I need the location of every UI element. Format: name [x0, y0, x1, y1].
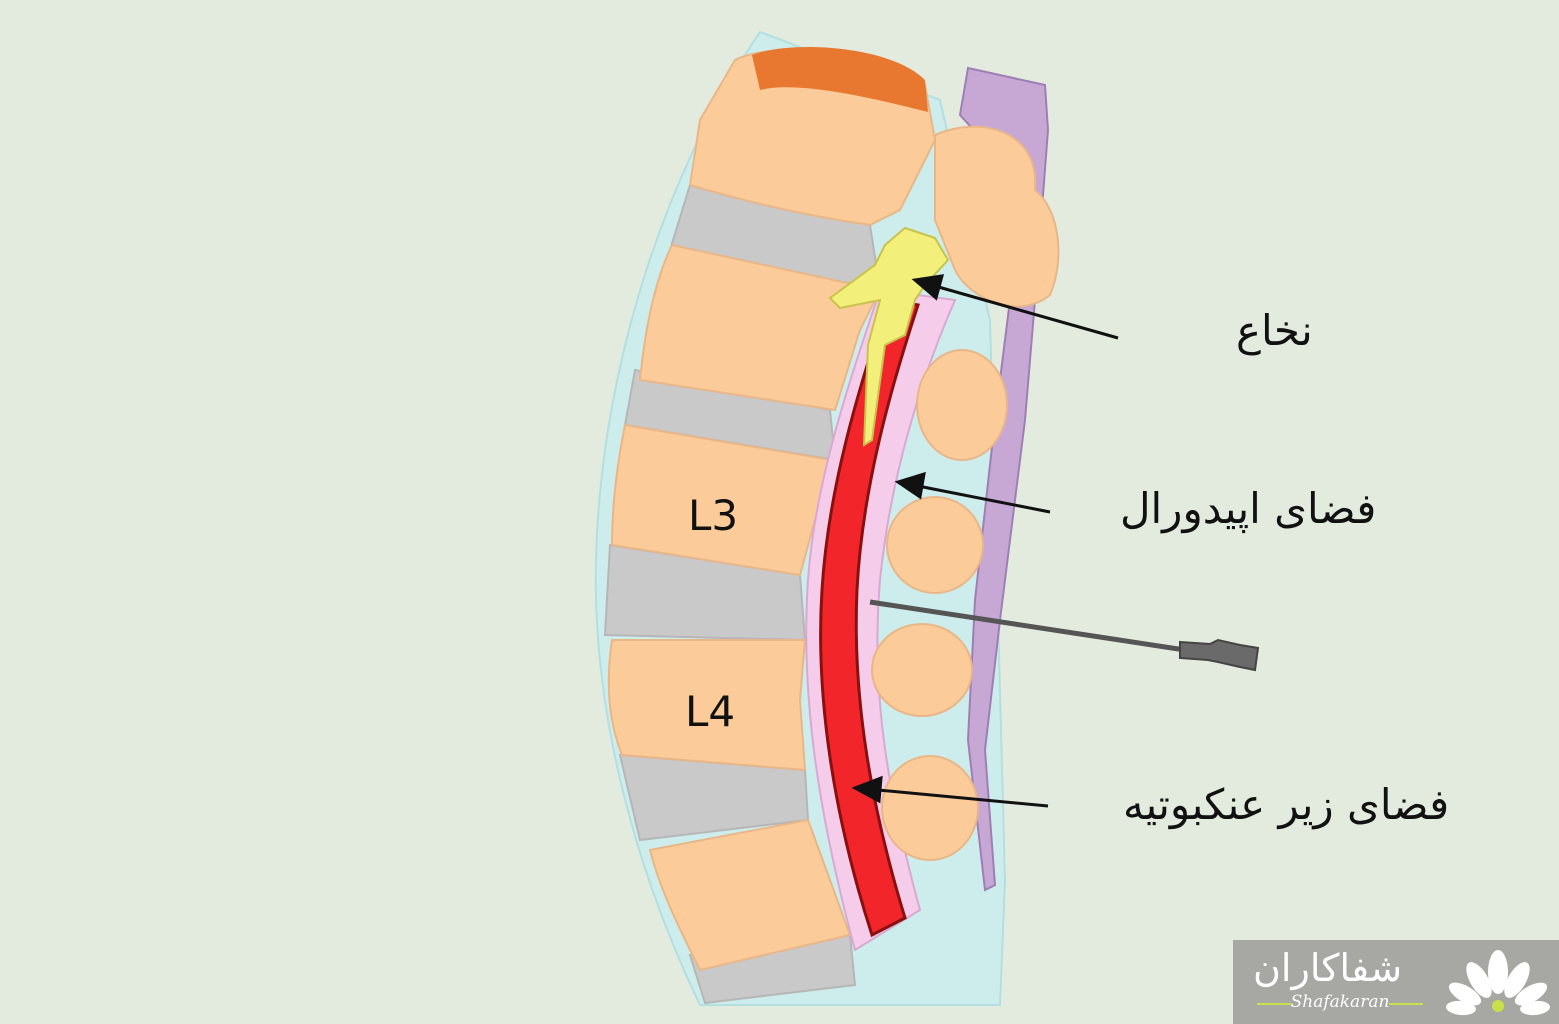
arrow-epidural: [917, 484, 1051, 514]
subarachnoid-red-band: [819, 298, 920, 938]
vertebral-body-l3: [610, 423, 834, 577]
arrow-spinal-cord: [934, 284, 1119, 340]
arrow-head-epidural: [894, 471, 926, 500]
watermark-line-right: [1389, 1003, 1423, 1005]
spinal-needle: [869, 599, 1186, 653]
label-epidural-space: فضای اپیدورال: [1120, 484, 1377, 533]
spinous-process-top: [934, 125, 1060, 308]
needle-hub: [1179, 638, 1260, 672]
watermark-latin-text: Shafakaran: [1290, 992, 1390, 1012]
spinous-process-3: [871, 623, 973, 717]
arrow-head-subarachnoid: [851, 775, 883, 804]
vertebral-body-l2: [638, 243, 882, 412]
arrow-subarachnoid: [877, 788, 1049, 808]
watermark-persian-text: شفاکاران: [1253, 946, 1403, 990]
watermark-logo: شفاکاران Shafakaran: [1233, 940, 1559, 1024]
watermark-line-left: [1257, 1003, 1291, 1005]
spinous-process-1: [916, 349, 1008, 461]
lotus-icon: [1446, 950, 1550, 1016]
vertebral-bone-cut: [752, 47, 928, 113]
pointer-arrows: [851, 274, 1119, 808]
vertebra-label-l4: L4: [685, 687, 735, 736]
vertebral-body-l4: [607, 639, 807, 772]
arrow-head-spinal-cord: [911, 274, 945, 301]
spinous-process-2: [886, 496, 984, 594]
label-subarachnoid-space: فضای زیر عنکبوتیه: [1123, 780, 1450, 829]
spinous-process-4: [881, 755, 979, 861]
vertebra-label-l3: L3: [688, 491, 738, 540]
label-spinal-cord: نخاع: [1236, 306, 1313, 355]
